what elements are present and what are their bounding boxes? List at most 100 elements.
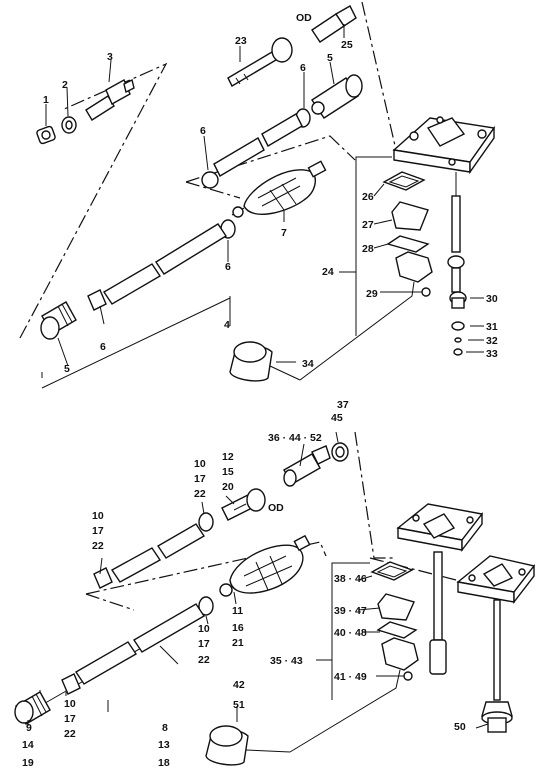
label-42: 42 [233, 679, 245, 691]
label-6c: 6 [225, 261, 231, 273]
label-1: 1 [43, 94, 49, 106]
hose-b-upper-b [110, 547, 162, 583]
label-22-left: 22 [92, 540, 104, 552]
sleeve-10-mid [198, 596, 214, 616]
part-32 [454, 337, 462, 343]
part-39 [377, 593, 415, 621]
filter-7 [232, 160, 327, 218]
fitting-25 [311, 5, 357, 43]
hose-lower-a [155, 223, 227, 275]
connector-5-lower [40, 301, 77, 340]
label-17-left: 17 [92, 525, 104, 537]
hose-lower-b [103, 263, 161, 305]
label-35-43: 35 · 43 [270, 655, 303, 667]
label-31: 31 [486, 321, 498, 333]
label-10-bottom: 10 [64, 698, 76, 710]
label-32: 32 [486, 335, 498, 347]
label-21: 21 [232, 637, 244, 649]
hose-upper-b [213, 137, 265, 177]
label-17-mid: 17 [198, 638, 210, 650]
float-42 [205, 725, 291, 766]
fitting-3 [85, 78, 135, 121]
label-6d: 6 [100, 341, 106, 353]
filter-11 [219, 534, 311, 597]
label-20: 20 [222, 481, 234, 493]
label-17-upper: 17 [194, 473, 206, 485]
label-4: 4 [224, 319, 230, 331]
label-od-top: OD [296, 12, 312, 24]
label-34: 34 [302, 358, 314, 370]
label-30: 30 [486, 293, 498, 305]
screw-41 [403, 671, 413, 681]
connector-5-upper [311, 74, 363, 119]
label-13: 13 [158, 739, 170, 751]
gasket-38 [370, 561, 414, 581]
label-17-bottom: 17 [64, 713, 76, 725]
connector-9 [14, 691, 51, 725]
label-9: 9 [26, 722, 32, 734]
label-8: 8 [162, 722, 168, 734]
label-39-47: 39 · 47 [334, 605, 367, 617]
label-18: 18 [158, 757, 170, 769]
float-34 [229, 341, 301, 382]
screw-29 [421, 287, 431, 297]
label-10-upper: 10 [194, 458, 206, 470]
hose-upper-a [261, 113, 303, 147]
label-24: 24 [322, 266, 334, 278]
sender-unit-bottom [396, 503, 484, 675]
float-arm-housing-b [381, 637, 419, 671]
washer-2 [61, 116, 77, 134]
part-33 [453, 348, 463, 356]
label-19: 19 [22, 757, 34, 769]
label-3: 3 [107, 51, 113, 63]
hose-b-lower-a [133, 603, 205, 653]
sleeve-10-left [93, 567, 113, 589]
part-31 [451, 321, 465, 331]
label-37: 37 [337, 399, 349, 411]
label-12: 12 [222, 451, 234, 463]
label-14: 14 [22, 739, 34, 751]
label-15: 15 [222, 466, 234, 478]
label-23: 23 [235, 35, 247, 47]
label-6b: 6 [200, 125, 206, 137]
part-27 [391, 201, 429, 231]
hose-b-lower-b [75, 641, 137, 685]
label-5a: 5 [327, 52, 333, 64]
sender-unit-top [392, 116, 496, 293]
label-45: 45 [331, 412, 343, 424]
bottom-assembly: 37 45 36 · 44 · 52 12 15 20 OD 10 17 22 … [14, 399, 536, 769]
float-rod [299, 281, 415, 381]
sleeve-10-upper [198, 512, 214, 532]
part-28 [386, 235, 430, 253]
label-od-bottom: OD [268, 502, 284, 514]
label-10-left: 10 [92, 510, 104, 522]
fitting-20 [221, 488, 266, 521]
label-22-mid: 22 [198, 654, 210, 666]
label-6a: 6 [300, 62, 306, 74]
sender-unit-50 [456, 555, 536, 733]
label-27: 27 [362, 219, 374, 231]
label-22-bottom: 22 [64, 728, 76, 740]
part-23 [227, 37, 293, 87]
label-50: 50 [454, 721, 466, 733]
hose-b-upper-a [157, 523, 205, 559]
float-arm-housing [395, 251, 433, 283]
label-11: 11 [232, 605, 243, 617]
label-29: 29 [366, 288, 378, 300]
sleeve-6-bottom [87, 289, 107, 311]
label-40-48: 40 · 48 [334, 627, 367, 639]
nut-1 [36, 125, 56, 145]
label-2: 2 [62, 79, 68, 91]
label-group-36: 36 · 44 · 52 [268, 432, 322, 444]
label-41-49: 41 · 49 [334, 671, 367, 683]
gasket-26 [382, 171, 426, 191]
label-28: 28 [362, 243, 374, 255]
label-10-mid: 10 [198, 623, 210, 635]
label-51: 51 [233, 699, 245, 711]
top-assembly: 1 2 3 23 OD 25 6 5 6 7 6 4 6 5 26 27 28 … [19, 1, 498, 389]
label-33: 33 [486, 348, 498, 360]
fitting-36 [283, 445, 331, 487]
label-38-46: 38 · 46 [334, 573, 367, 585]
part-40 [376, 621, 418, 639]
